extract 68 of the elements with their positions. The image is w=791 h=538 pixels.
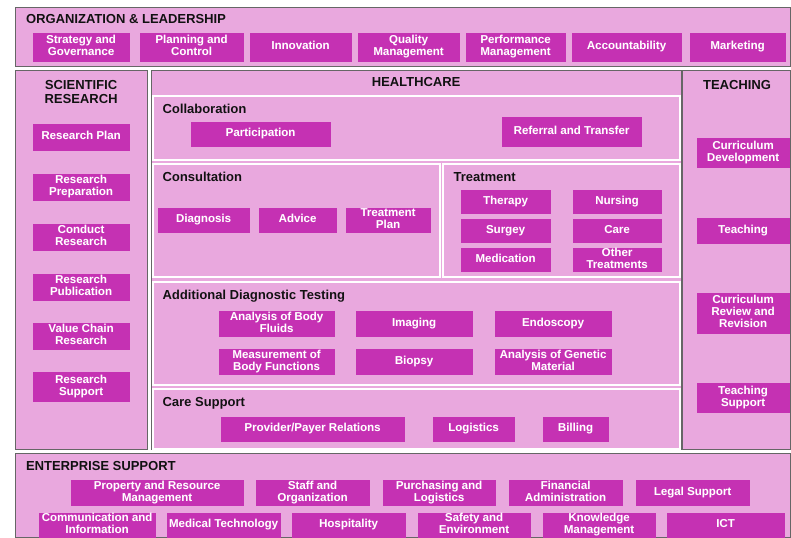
section-heading: SCIENTIFIC RESEARCH — [44, 78, 118, 106]
section-panel — [151, 70, 682, 450]
activity-box: Strategy and Governance — [32, 32, 130, 62]
activity-box: Surgey — [460, 218, 550, 242]
activity-box: Care — [572, 218, 662, 242]
section-panel — [682, 70, 791, 450]
activity-box: Referral and Transfer — [502, 116, 642, 146]
activity-box: Accountability — [572, 32, 682, 62]
activity-box: Performance Management — [466, 32, 566, 62]
section-heading: ENTERPRISE SUPPORT — [26, 459, 176, 473]
activity-box: Communication and Information — [38, 512, 156, 538]
activity-box: Innovation — [250, 32, 352, 62]
activity-box: Advice — [258, 208, 336, 232]
activity-box: Participation — [190, 122, 330, 146]
activity-box: Therapy — [460, 190, 550, 214]
subsection-heading: Treatment — [454, 170, 516, 184]
activity-box: Logistics — [432, 416, 514, 442]
activity-box: Research Plan — [32, 124, 130, 150]
subsection-heading: Consultation — [162, 170, 242, 184]
subsection-panel — [152, 94, 680, 160]
subsection-panel — [152, 388, 680, 450]
section-panel — [15, 70, 148, 450]
activity-box: Legal Support — [636, 480, 750, 506]
subsection-heading: Additional Diagnostic Testing — [162, 288, 345, 302]
activity-box: Property and Resource Management — [70, 480, 244, 506]
activity-box: Diagnosis — [158, 208, 250, 232]
activity-box: Safety and Environment — [418, 512, 530, 538]
activity-box: Other Treatments — [572, 248, 662, 272]
activity-box: Staff and Organization — [256, 480, 370, 506]
subsection-heading: Collaboration — [162, 102, 246, 116]
activity-box: Measurement of Body Functions — [218, 348, 334, 374]
activity-box: Imaging — [356, 310, 472, 336]
activity-box: Research Support — [32, 372, 130, 402]
activity-box: Billing — [542, 416, 608, 442]
activity-box: Biopsy — [356, 348, 472, 374]
activity-box: Knowledge Management — [542, 512, 656, 538]
subsection-heading: Care Support — [162, 394, 245, 408]
activity-box: Medical Technology — [166, 512, 280, 538]
section-panel — [15, 7, 791, 67]
activity-box: Treatment Plan — [346, 208, 430, 232]
activity-box: Conduct Research — [32, 224, 130, 250]
activity-box: Provider/Payer Relations — [220, 416, 404, 442]
activity-box: Endoscopy — [494, 310, 612, 336]
subsection-panel — [442, 162, 680, 278]
subsection-panel — [152, 280, 680, 386]
subsection-panel — [152, 162, 440, 278]
section-panel — [15, 453, 791, 538]
activity-box: Value Chain Research — [32, 322, 130, 350]
activity-box: Research Preparation — [32, 174, 130, 200]
activity-box: Medication — [460, 248, 550, 272]
activity-box: Curriculum Development — [696, 138, 790, 168]
activity-box: ICT — [666, 512, 784, 538]
section-heading: HEALTHCARE — [370, 75, 462, 89]
activity-box: Planning and Control — [140, 32, 244, 62]
activity-box: Nursing — [572, 190, 662, 214]
section-heading: TEACHING — [703, 78, 771, 92]
activity-box: Financial Administration — [508, 480, 622, 506]
activity-box: Teaching — [696, 218, 790, 244]
activity-box: Hospitality — [292, 512, 406, 538]
activity-box: Purchasing and Logistics — [382, 480, 496, 506]
activity-box: Quality Management — [358, 32, 460, 62]
section-heading: ORGANIZATION & LEADERSHIP — [26, 12, 226, 26]
activity-box: Analysis of Body Fluids — [218, 310, 334, 336]
activity-box: Research Publication — [32, 274, 130, 300]
activity-box: Analysis of Genetic Material — [494, 348, 612, 374]
activity-box: Teaching Support — [696, 382, 790, 412]
activity-box: Curriculum Review and Revision — [696, 292, 790, 334]
activity-box: Marketing — [690, 32, 786, 62]
